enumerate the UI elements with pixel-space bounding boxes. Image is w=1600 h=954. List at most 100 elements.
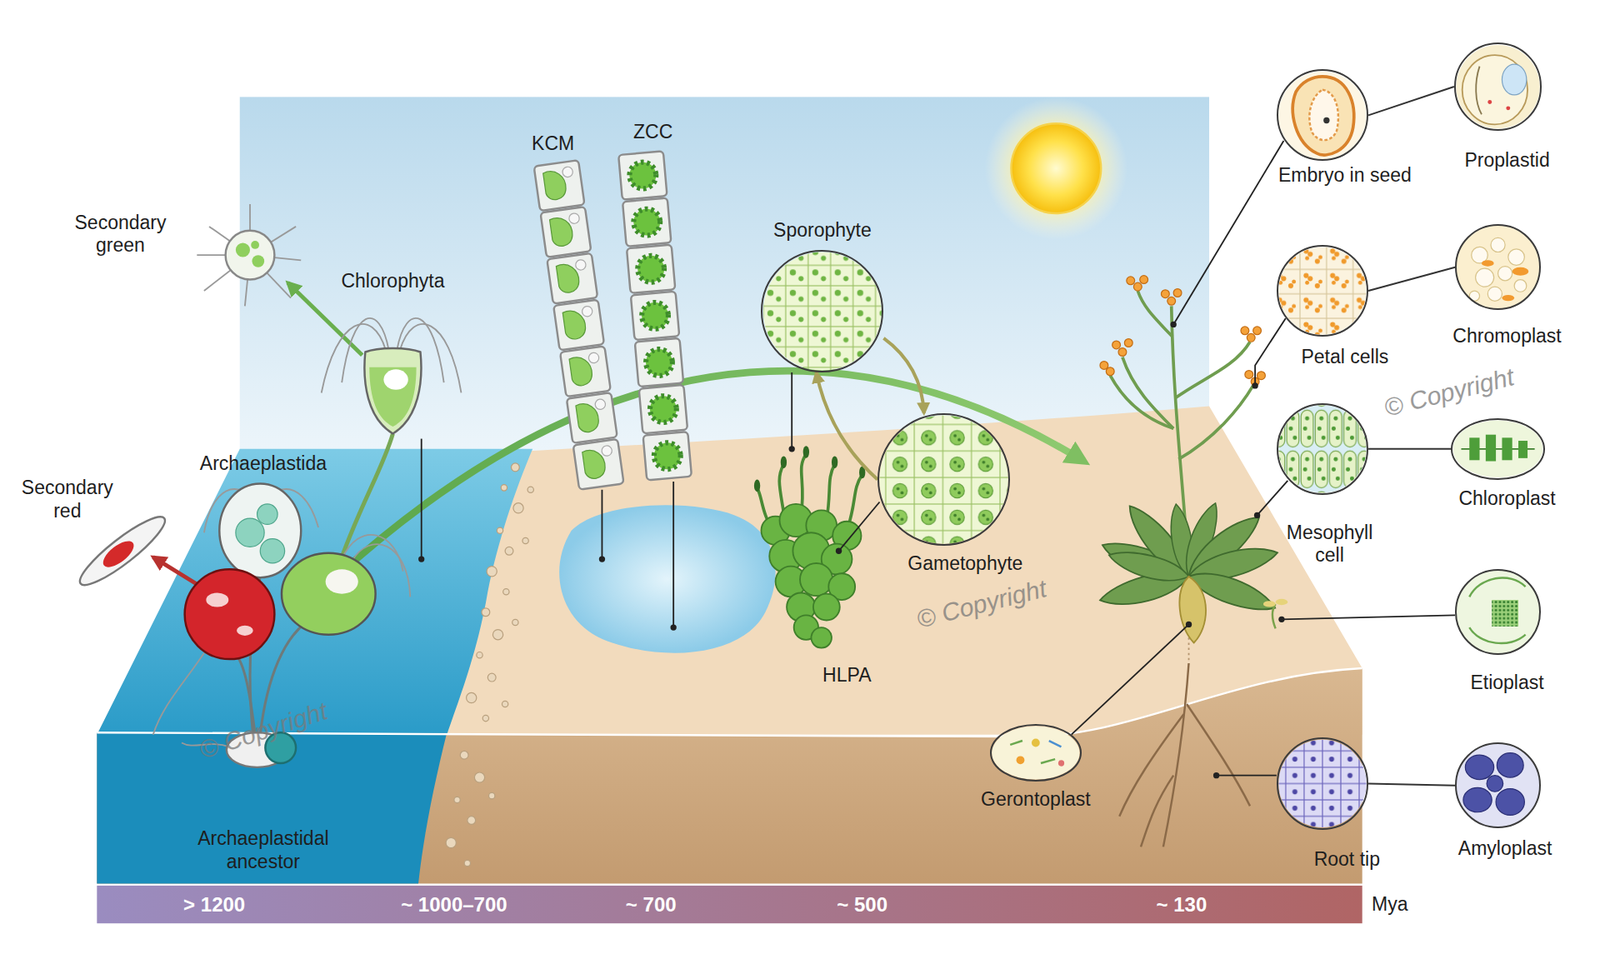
flowering-plant-part-part <box>1240 326 1250 335</box>
micrograph-pictures-part <box>1462 55 1528 125</box>
algae-lineage-part-part <box>618 150 667 200</box>
micrograph-circle: Gametophyte <box>877 413 1010 546</box>
micrograph-pictures-part <box>1278 246 1366 335</box>
micrograph-pictures-part-part <box>1501 437 1512 460</box>
landscape-part-part <box>512 619 519 625</box>
landscape-part-part <box>476 652 483 659</box>
algae-lineage-part <box>369 367 416 427</box>
micrograph-pictures-part-part <box>1463 787 1492 812</box>
moss-part <box>760 504 861 649</box>
structure-label: Amyloplast <box>1458 837 1552 861</box>
landscape-part-part <box>467 816 476 825</box>
flowering-plant-part-part <box>1253 326 1262 335</box>
structure-label: Sporophyte <box>773 219 872 243</box>
timeline-value: ~ 700 <box>625 893 677 918</box>
micrograph-pictures-part <box>1453 420 1544 479</box>
algae-lineage-part <box>534 160 625 490</box>
organism-label: Archaeplastida <box>200 452 327 476</box>
micrograph-pictures-part <box>1455 744 1540 828</box>
leader-lines-part <box>1173 140 1284 325</box>
connector-line <box>1368 86 1455 115</box>
landscape-part <box>240 96 1210 465</box>
landscape-part <box>445 463 534 867</box>
landscape-part-part <box>500 485 507 491</box>
flowering-plant-part-part <box>1124 339 1133 348</box>
landscape-part <box>985 96 1128 240</box>
landscape-part <box>1010 123 1101 214</box>
flowering-plant-part-part <box>1140 775 1174 848</box>
micrograph-pictures-part-part <box>1490 237 1505 252</box>
structure-label: Proplastid <box>1464 150 1550 174</box>
flowering-plant-part-part <box>1175 341 1250 398</box>
flowering-plant-part-part <box>1167 296 1176 305</box>
structure-label: Root tip <box>1314 848 1380 872</box>
micrograph-pictures-part-part <box>1486 775 1504 793</box>
flowering-plant-part-part <box>1112 340 1121 350</box>
landscape-part <box>96 405 1362 735</box>
micrograph-pictures-part-part <box>1475 268 1495 287</box>
micrograph-pictures-part <box>1469 627 1525 644</box>
algae-lineage-part <box>250 240 260 250</box>
micrograph-pictures-part <box>1016 755 1025 765</box>
leader-dots-part <box>1251 382 1258 389</box>
micrograph-pictures-part-part <box>1518 440 1528 459</box>
algae-lineage-part <box>235 518 265 547</box>
leader-lines-part <box>601 490 604 560</box>
algae-lineage-part <box>205 592 229 607</box>
flowering-plant-part <box>1263 600 1276 607</box>
micrograph-pictures-part-part <box>1495 789 1525 816</box>
landscape-part-part <box>466 692 477 703</box>
flowering-plant-part <box>1119 663 1250 847</box>
landscape-part-part <box>481 608 490 617</box>
moss <box>754 445 865 648</box>
leader-dots <box>418 321 1285 780</box>
landscape-part-part <box>460 750 469 760</box>
timeline-value: ~ 130 <box>1156 893 1208 918</box>
flowering-plant-part-part <box>1160 290 1170 299</box>
flowering-plant-part-part <box>1173 289 1182 298</box>
micrograph-pictures-part <box>1309 90 1339 140</box>
micrograph-pictures-part-part <box>1487 286 1502 301</box>
structure-label: Chromoplast <box>1452 325 1561 349</box>
algae-lineage-part-part <box>626 245 675 294</box>
organism-label: Chlorophyta <box>340 270 445 294</box>
flowering-plant-part <box>1272 604 1276 629</box>
algae-lineage-part-part <box>73 508 172 594</box>
algae-lineage-part <box>383 369 408 390</box>
leader-dots-part <box>1254 512 1260 519</box>
flowering-plant-part-part <box>1245 370 1254 380</box>
micrograph-circle: Chromoplast <box>1455 224 1541 310</box>
micrograph-pictures-part <box>1031 739 1040 748</box>
connector-line <box>1368 448 1451 450</box>
organism-label: Secondary red <box>21 476 114 523</box>
leader-dots-part <box>418 555 425 562</box>
algae-lineage-part-part <box>573 439 625 490</box>
timeline-value: ~ 1000–700 <box>400 893 507 918</box>
micrograph-pictures-part <box>1323 117 1330 124</box>
landscape-part <box>96 732 447 884</box>
leader-dots-part <box>789 445 795 452</box>
micrograph-circle: Gerontoplast <box>990 724 1082 782</box>
organism-label: Mya <box>1371 893 1408 917</box>
structure-label: Embryo in seed <box>1278 164 1412 188</box>
organism-label: KCM <box>531 132 575 156</box>
leader-lines-part <box>1216 775 1277 777</box>
algae-lineage-part <box>236 625 254 636</box>
moss-part-part <box>813 594 840 621</box>
flowering-plant-part <box>1105 545 1192 588</box>
landscape-part-part <box>486 566 497 577</box>
leader-dots-part <box>1185 621 1192 628</box>
organism-label: Secondary green <box>75 211 167 258</box>
leader-dots-part <box>1213 772 1220 779</box>
micrograph-circle: Embryo in seed <box>1276 69 1369 161</box>
leader-lines-part <box>839 502 880 552</box>
flowering-plant <box>1097 275 1289 848</box>
algae-lineage-part <box>325 569 359 594</box>
algae-lineage-part-part <box>560 345 611 397</box>
flowering-plant-part-part <box>1257 371 1266 380</box>
landscape-part-part <box>501 700 508 707</box>
micrograph-pictures-part <box>1487 100 1492 105</box>
micrograph-circle: Etioplast <box>1455 569 1541 655</box>
organism-label: Archaeplastidal ancestor <box>197 828 329 875</box>
